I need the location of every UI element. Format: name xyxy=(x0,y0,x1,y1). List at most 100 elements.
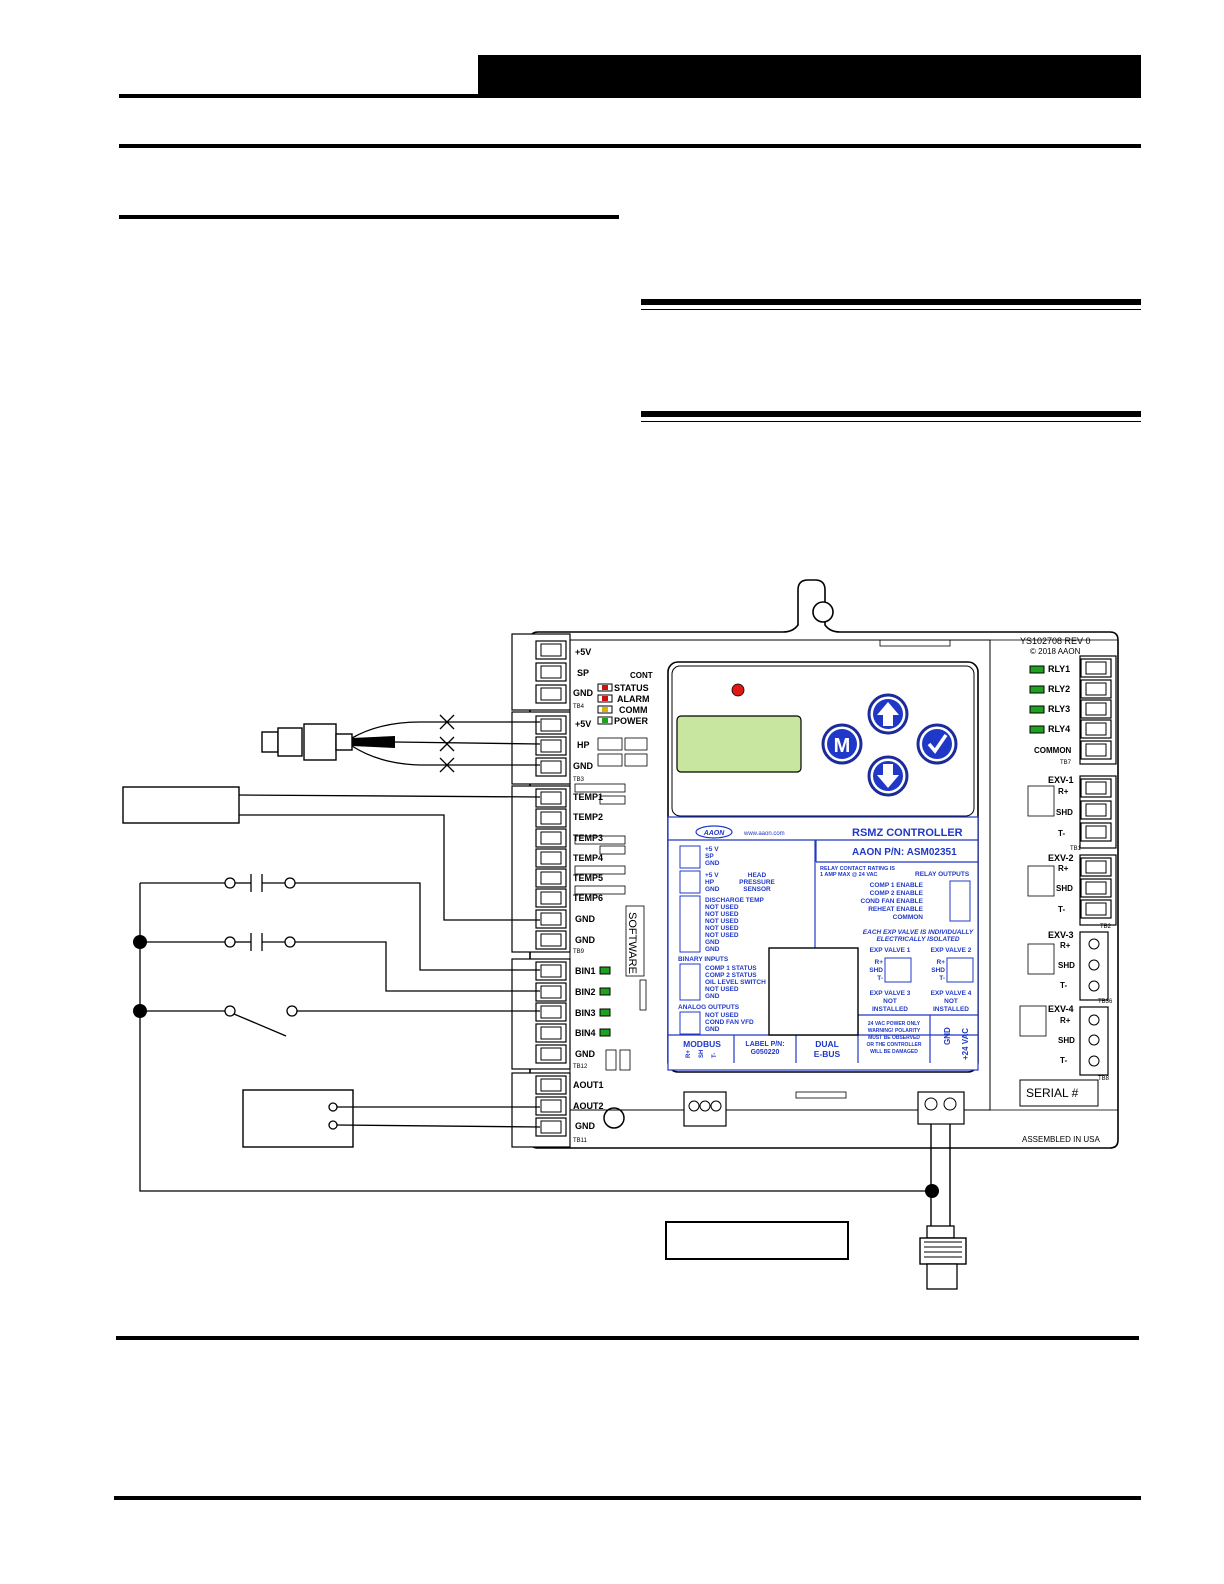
label-exp4-line3: INSTALLED xyxy=(933,1006,969,1013)
label-exp1-pin2: SHD xyxy=(869,967,883,974)
label-exp4-line2: NOT xyxy=(944,998,958,1005)
junction-node xyxy=(133,935,147,949)
label-modbus-pin1: R+ xyxy=(686,1050,692,1058)
label-binary-2: COMP 2 STATUS xyxy=(705,972,757,979)
terminal-block-tb3: +5V HP GND TB3 xyxy=(511,711,594,785)
label-binary-4: NOT USED xyxy=(705,986,739,993)
tb9-pin-1: TEMP1 xyxy=(573,792,603,802)
label-temp-8: GND xyxy=(705,946,720,953)
label-exp4-line1: EXP VALVE 4 xyxy=(931,990,972,997)
tb36-label: TB36 xyxy=(1098,999,1113,1005)
tb9-pin-5: TEMP5 xyxy=(573,873,603,883)
label-analog-1: NOT USED xyxy=(705,1012,739,1019)
label-exp1: EXP VALVE 1 xyxy=(870,947,911,954)
caption-rule xyxy=(116,1336,1139,1340)
label-exp3-line2: NOT xyxy=(883,998,897,1005)
rly4-led xyxy=(1029,725,1045,734)
up-button[interactable] xyxy=(867,693,909,735)
analog-output-wires xyxy=(328,1102,541,1130)
down-button[interactable] xyxy=(867,755,909,797)
header-rule xyxy=(119,94,1141,98)
label-relay-3: COND FAN ENABLE xyxy=(861,898,924,905)
label-exp-note-2: ELECTRICALLY ISOLATED xyxy=(876,936,959,943)
board-part-number: AAON P/N: ASM02351 xyxy=(852,847,957,858)
exv3-pin2: SHD xyxy=(1058,961,1075,970)
exv3-terminal-block: EXV-3 R+ SHD T- TB36 xyxy=(1027,930,1113,1005)
common-label: COMMON xyxy=(1034,746,1072,755)
label-group2-line1: +5 V xyxy=(705,872,719,879)
label-exp2-pin3: T- xyxy=(939,975,945,982)
serial-box xyxy=(1019,1079,1099,1107)
menu-button-label: M xyxy=(834,735,851,757)
tb11-label: TB11 xyxy=(573,1138,588,1144)
note-bottom-rule-thick xyxy=(641,411,1141,417)
label-modbus: MODBUS xyxy=(683,1039,721,1049)
exv3-label: EXV-3 xyxy=(1048,930,1074,940)
software-label: SOFTWARE xyxy=(626,912,638,974)
terminal-block-tb11: AOUT1 AOUT2 GND TB11 xyxy=(511,1072,604,1148)
arrow-down-icon xyxy=(877,764,899,788)
tb4-pin-3: GND xyxy=(573,688,594,698)
label-analog-3: GND xyxy=(705,1026,720,1033)
tb1-label: TB1 xyxy=(1070,846,1082,852)
note-top-rule-thick xyxy=(641,299,1141,305)
board-rev: YS102708 REV 0 xyxy=(1020,636,1091,646)
junction-node xyxy=(925,1184,939,1198)
label-exp2: EXP VALVE 2 xyxy=(931,947,972,954)
label-relay-5: COMMON xyxy=(893,914,924,921)
pressure-transducer xyxy=(261,723,395,761)
component-strip xyxy=(574,737,648,1071)
label-exp2-pin1: R+ xyxy=(937,959,946,966)
terminal-block-tb4: +5V SP GND TB4 xyxy=(511,633,594,711)
indicator-led xyxy=(731,683,745,697)
tb12-pin-5: GND xyxy=(575,1049,596,1059)
label-bottom-row: MODBUS R+ SH T- LABEL P/N: G050220 DUAL … xyxy=(683,1021,970,1060)
status-led xyxy=(602,685,608,690)
bin2-led xyxy=(599,987,611,996)
tb8-label: TB8 xyxy=(1098,1076,1110,1082)
exv4-label: EXV-4 xyxy=(1048,1004,1074,1014)
label-group2-line2: HP xyxy=(705,879,715,886)
label-power-24vac: +24 VAC xyxy=(961,1028,970,1060)
modbus-connector xyxy=(683,1091,727,1127)
label-temp-6: NOT USED xyxy=(705,932,739,939)
tb3-label: TB3 xyxy=(573,777,585,783)
tb12-pin-1: BIN1 xyxy=(575,966,596,976)
led-comm-label: COMM xyxy=(619,705,648,715)
label-pn-value: G050220 xyxy=(751,1049,780,1056)
note-bottom-rule-thin xyxy=(641,421,1141,422)
power-led xyxy=(602,718,608,723)
label-relay-title: RELAY OUTPUTS xyxy=(915,871,970,878)
rly3-label: RLY3 xyxy=(1048,704,1070,714)
lcd-display xyxy=(676,715,802,773)
rly4-label: RLY4 xyxy=(1048,724,1070,734)
temperature-sensor xyxy=(122,786,240,824)
exv2-pin3: T- xyxy=(1058,905,1065,914)
label-temp-3: NOT USED xyxy=(705,911,739,918)
label-warning-2: WARNING! POLARITY xyxy=(868,1028,921,1034)
enter-button[interactable] xyxy=(916,723,958,765)
alarm-led xyxy=(602,696,608,701)
led-alarm-label: ALARM xyxy=(617,694,650,704)
relay-terminal-block: RLY1 RLY2 RLY3 RLY4 COMMON TB7 xyxy=(1029,655,1117,766)
label-relay-2: COMP 2 ENABLE xyxy=(870,890,924,897)
label-exp2-pin2: SHD xyxy=(931,967,945,974)
footer-rule xyxy=(114,1496,1141,1500)
label-relay-rating-2: 1 AMP MAX @ 24 VAC xyxy=(820,872,878,878)
label-dual: DUAL xyxy=(815,1039,839,1049)
label-exp3-line3: INSTALLED xyxy=(872,1006,908,1013)
label-pn-title: LABEL P/N: xyxy=(745,1041,784,1048)
cont-label: CONT xyxy=(630,671,653,680)
exv1-pin3: T- xyxy=(1058,829,1065,838)
label-inputs: +5 V SP GND +5 V HP GND HEAD PRESSURE SE… xyxy=(678,845,776,1035)
tb11-pin-3: GND xyxy=(575,1121,596,1131)
label-relay-rating-1: RELAY CONTACT RATING IS xyxy=(820,866,895,872)
rly2-led xyxy=(1029,685,1045,694)
menu-button[interactable]: M xyxy=(821,723,863,765)
note-top-rule-thin xyxy=(641,309,1141,310)
label-temp-1: DISCHARGE TEMP xyxy=(705,897,765,904)
rly3-led xyxy=(1029,705,1045,714)
led-power-label: POWER xyxy=(614,716,649,726)
tb4-label: TB4 xyxy=(573,704,585,710)
